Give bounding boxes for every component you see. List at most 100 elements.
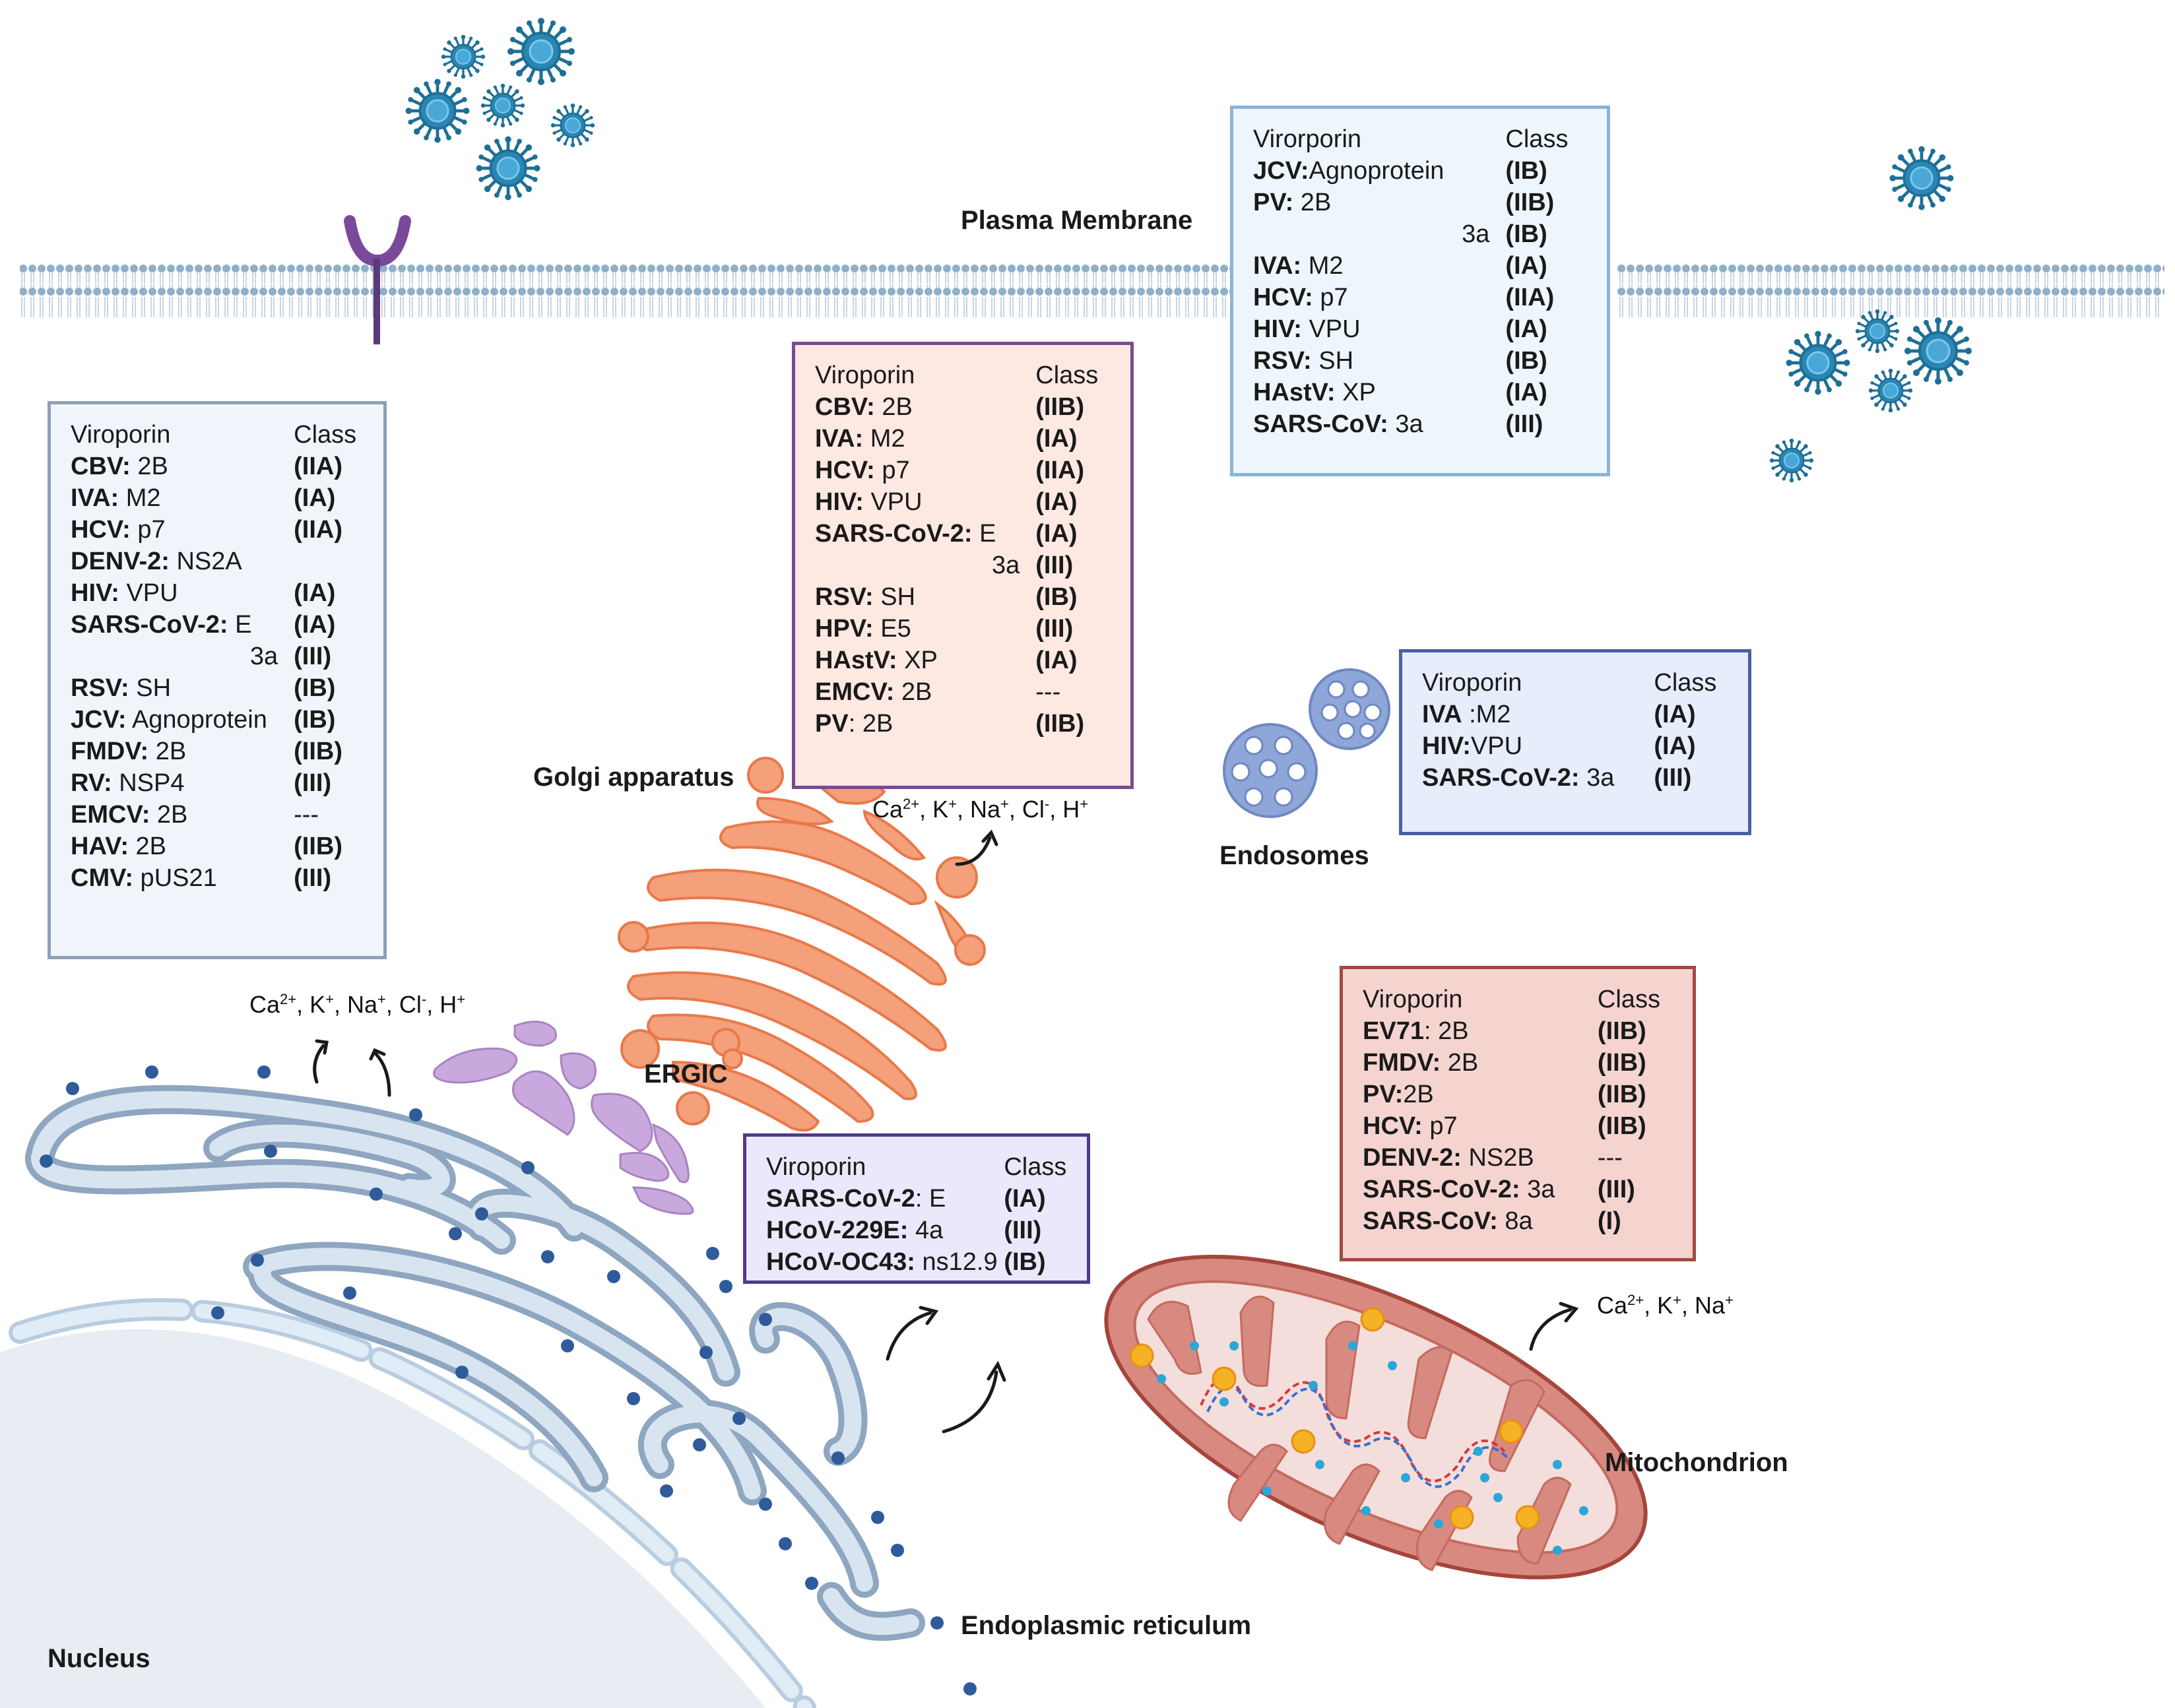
viroporin-cell: JCV: Agnoprotein bbox=[71, 704, 294, 736]
class-cell: (IA) bbox=[294, 611, 336, 639]
class-cell: (IIA) bbox=[294, 453, 342, 480]
virus-name: EMCV: bbox=[71, 801, 150, 829]
class-cell: (IA) bbox=[1505, 315, 1547, 343]
table-row: SARS-CoV-2: 3a(III) bbox=[1422, 762, 1730, 794]
class-cell: (IB) bbox=[1004, 1248, 1046, 1276]
label-nucleus: Nucleus bbox=[48, 1644, 150, 1673]
class-cell: (IA) bbox=[1505, 252, 1547, 280]
protein-name: 2B bbox=[130, 453, 168, 480]
class-cell: (IA) bbox=[1035, 488, 1078, 516]
mitochondrion bbox=[1104, 1254, 1648, 1580]
viroporin-cell: 3a bbox=[71, 641, 294, 672]
virus-name: HIV: bbox=[1253, 315, 1302, 343]
class-cell: (III) bbox=[294, 769, 332, 797]
viroporin-cell: EMCV: 2B bbox=[815, 676, 1035, 708]
class-cell: (IB) bbox=[294, 706, 336, 734]
table-row: SARS-CoV-2: E(IA) bbox=[815, 518, 1112, 550]
protein-name: M2 bbox=[1301, 252, 1344, 280]
class-cell: --- bbox=[1035, 678, 1061, 706]
protein-name: 2B bbox=[1403, 1081, 1434, 1108]
virus-name: IVA bbox=[1422, 701, 1462, 728]
protein-name: E5 bbox=[873, 615, 911, 643]
class-cell: (IIA) bbox=[1505, 284, 1555, 311]
class-cell: (IA) bbox=[1654, 732, 1696, 760]
class-cell: (IIB) bbox=[1597, 1112, 1646, 1140]
class-cell: (IA) bbox=[294, 484, 336, 512]
viroporin-cell: HIV:VPU bbox=[1422, 730, 1654, 762]
table-row: FMDV: 2B(IIB) bbox=[1363, 1047, 1674, 1079]
viroporin-cell: SARS-CoV-2: E bbox=[766, 1183, 1004, 1215]
viroporin-cell: 3a bbox=[1253, 218, 1505, 250]
protein-name: VPU bbox=[119, 579, 178, 607]
table-row: IVA: M2(IA) bbox=[1253, 250, 1588, 282]
class-cell: (IIB) bbox=[294, 738, 342, 765]
virus-name: HCV: bbox=[71, 516, 131, 544]
table-row: IVA: M2(IA) bbox=[815, 423, 1112, 455]
table-row: HIV: VPU(IA) bbox=[71, 577, 365, 609]
virus-name: IVA: bbox=[71, 484, 119, 512]
table-row: HAstV: XP(IA) bbox=[815, 645, 1112, 676]
virus-particles bbox=[406, 18, 1972, 484]
protein-name: VPU bbox=[1470, 732, 1523, 760]
virus-name: FMDV: bbox=[71, 738, 149, 765]
class-cell: (IB) bbox=[1505, 157, 1547, 185]
table-row: CBV: 2B(IIA) bbox=[71, 451, 365, 482]
protein-name: SH bbox=[1311, 347, 1354, 375]
class-cell: (III) bbox=[1035, 552, 1074, 579]
table-row: 3a(III) bbox=[71, 641, 365, 672]
column-header-class: Class bbox=[1597, 986, 1660, 1013]
table-row: HPV: E5(III) bbox=[815, 613, 1112, 645]
protein-name: 8a bbox=[1497, 1207, 1533, 1235]
label-ergic: ERGIC bbox=[644, 1060, 728, 1089]
table-row: SARS-CoV: 8a(I) bbox=[1363, 1205, 1674, 1237]
endosomes bbox=[1223, 668, 1390, 818]
protein-name: SH bbox=[873, 583, 916, 611]
viroporin-cell: HIV: VPU bbox=[71, 577, 294, 609]
protein-name: E bbox=[228, 611, 252, 639]
virus-name: HIV: bbox=[1422, 732, 1471, 760]
class-cell: (III) bbox=[1654, 764, 1692, 792]
virus-name: SARS-CoV-2 bbox=[766, 1185, 915, 1213]
table-row: HAstV: XP(IA) bbox=[1253, 377, 1588, 408]
viroporin-cell: HIV: VPU bbox=[815, 486, 1035, 518]
protein-name: Agnoprotein bbox=[126, 706, 267, 734]
table-row: HCoV-229E: 4a(III) bbox=[766, 1215, 1068, 1246]
class-cell: (IIB) bbox=[1035, 710, 1085, 738]
column-header-class: Class bbox=[1035, 362, 1099, 389]
table-row: JCV: Agnoprotein(IB) bbox=[71, 704, 365, 736]
table-row: EV71: 2B(IIB) bbox=[1363, 1015, 1674, 1047]
virus-name: HPV: bbox=[815, 615, 874, 643]
viroporin-cell: EMCV: 2B bbox=[71, 799, 294, 831]
table-row: 3a(III) bbox=[815, 550, 1112, 581]
table-row: HIV:VPU(IA) bbox=[1422, 730, 1730, 762]
class-cell: (IA) bbox=[1035, 647, 1078, 674]
protein-name: VPU bbox=[863, 488, 923, 516]
protein-name: NS2A bbox=[169, 548, 242, 575]
protein-name: p7 bbox=[1422, 1112, 1458, 1140]
class-cell: (IB) bbox=[1035, 583, 1078, 611]
class-cell: (IIA) bbox=[294, 516, 342, 544]
class-cell: (IA) bbox=[1035, 520, 1078, 548]
virus-name: HCV: bbox=[815, 457, 875, 484]
table-row: HCV: p7(IIA) bbox=[1253, 282, 1588, 313]
viroporin-cell: 3a bbox=[815, 550, 1035, 581]
table-row: IVA: M2(IA) bbox=[71, 482, 365, 514]
class-cell bbox=[294, 546, 365, 577]
viroporin-cell: SARS-CoV-2: E bbox=[815, 518, 1035, 550]
viroporin-cell: RSV: SH bbox=[71, 672, 294, 704]
class-cell: (IA) bbox=[1035, 425, 1078, 453]
column-header-viroporin: Viroporin bbox=[1422, 669, 1522, 697]
table-row: FMDV: 2B(IIB) bbox=[71, 736, 365, 767]
virus-name: RSV: bbox=[815, 583, 874, 611]
column-header-class: Class bbox=[1505, 125, 1569, 153]
virus-name: PV bbox=[815, 710, 849, 738]
viroporin-cell: HCV: p7 bbox=[71, 514, 294, 546]
